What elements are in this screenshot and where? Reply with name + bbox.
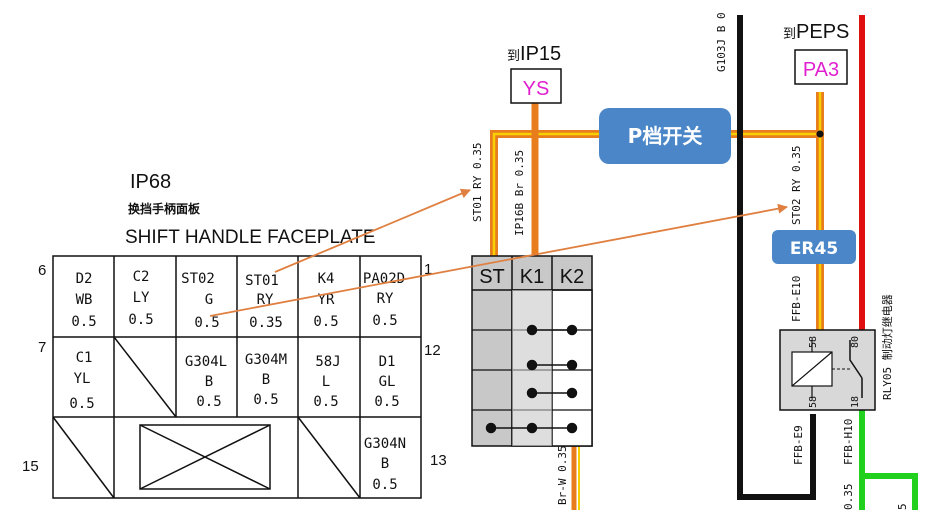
wire-label-st02: ST02 RY 0.35 [790,146,803,225]
ip68-pin-grid [52,255,422,499]
svg-text:K4: K4 [318,271,335,287]
blank-pin-marker [113,336,177,418]
relay-pin-label: 58 [808,336,819,348]
svg-text:G304L: G304L [185,354,227,370]
pin-cell: G304N B 0.5 [364,436,406,493]
svg-text:RY: RY [377,291,394,307]
svg-text:GL: GL [379,374,396,390]
pin-number: 6 [38,262,46,279]
svg-text:0.5: 0.5 [194,315,219,331]
switch-col-label: ST [479,266,505,288]
wire-label-ip16b: IP16B Br 0.35 [513,150,526,236]
pin-cell: G304L B 0.5 [185,354,227,410]
wire-label-ffb-h10: FFB-H10 [842,419,855,465]
switch-col-label: K2 [560,266,584,288]
svg-text:B: B [381,456,389,472]
svg-text:G304N: G304N [364,436,406,452]
pin-number: 15 [22,458,39,475]
svg-text:LY: LY [133,290,150,306]
ip15-connector-name: 到IP15 [507,43,561,65]
pin-cell: PA02D RY 0.5 [363,271,405,329]
svg-text:0.5: 0.5 [69,396,94,412]
svg-text:0.5: 0.5 [71,314,96,330]
svg-text:0.5: 0.5 [374,394,399,410]
ip15-pin-box [510,68,562,104]
wire-label-g103j: G103J B 0 [715,12,728,72]
splice-dot [816,130,824,138]
ip68-subtitle-cn: 换挡手柄面板 [128,201,201,216]
wire-br-w [571,446,580,510]
wire-label-st01: ST01 RY 0.35 [471,143,484,222]
svg-text:G304M: G304M [245,352,287,368]
relay-label: RLY05 制动灯继电器 [881,294,894,400]
svg-text:0.5: 0.5 [372,477,397,493]
svg-text:C2: C2 [133,269,150,285]
wire-label-br-w: Br-W 0.35 [556,445,569,505]
svg-text:WB: WB [76,292,93,308]
svg-text:0.5: 0.5 [372,313,397,329]
svg-text:58J: 58J [315,354,340,370]
svg-text:0.5: 0.5 [128,312,153,328]
svg-text:ST01: ST01 [245,273,279,289]
wire-label-ffb-e9: FFB-E9 [792,425,805,465]
wire-label-size: 5 [896,503,909,510]
svg-text:L: L [322,374,330,390]
svg-text:0.5: 0.5 [253,392,278,408]
svg-text:0.35: 0.35 [249,315,283,331]
switch-col-label: K1 [520,266,544,288]
callout-p-switch: P档开关 [599,108,731,164]
annotation-arrow [274,188,471,273]
wire-label-size: 0.35 [842,484,855,511]
pin-number: 1 [424,261,432,278]
pin-number: 12 [424,342,441,359]
svg-text:0.5: 0.5 [313,394,338,410]
peps-pin-box [794,49,848,85]
svg-text:0.5: 0.5 [313,314,338,330]
wire-green-branch [862,473,918,510]
relay-rly05 [779,329,876,411]
svg-text:ER45: ER45 [790,239,838,259]
callout-er45: ER45 [772,230,856,264]
peps-connector-name: 到PEPS [783,21,849,43]
pin-cell: 58J L 0.5 [313,354,340,410]
ip68-subtitle-en: SHIFT HANDLE FACEPLATE [125,227,376,248]
wire-label-ffb-e10: FFB-E10 [790,276,803,322]
svg-text:PA02D: PA02D [363,271,405,287]
annotation-arrow [209,203,788,317]
svg-text:ST02: ST02 [181,271,215,287]
svg-text:P档开关: P档开关 [628,124,703,148]
svg-text:B: B [205,374,213,390]
pin-number: 13 [430,452,447,469]
ip15-pin-label: YS [523,78,550,100]
p-switch-block [471,255,593,447]
svg-text:D2: D2 [76,271,93,287]
svg-text:B: B [262,372,270,388]
peps-pin-label: PA3 [803,59,839,81]
svg-text:D1: D1 [379,354,396,370]
pin-cell: G304M B 0.5 [245,352,287,408]
relay-pin-label: 80 [850,336,861,348]
svg-text:C1: C1 [76,350,93,366]
relay-pin-label: 18 [850,396,861,408]
relay-pin-label: 58 [808,396,819,408]
wire-g103j [737,15,816,500]
svg-text:0.5: 0.5 [196,394,221,410]
svg-text:YR: YR [318,292,335,308]
svg-text:G: G [205,292,213,308]
svg-text:YL: YL [74,371,91,387]
pin-number: 7 [38,339,46,356]
ip68-connector-id: IP68 [130,171,171,193]
